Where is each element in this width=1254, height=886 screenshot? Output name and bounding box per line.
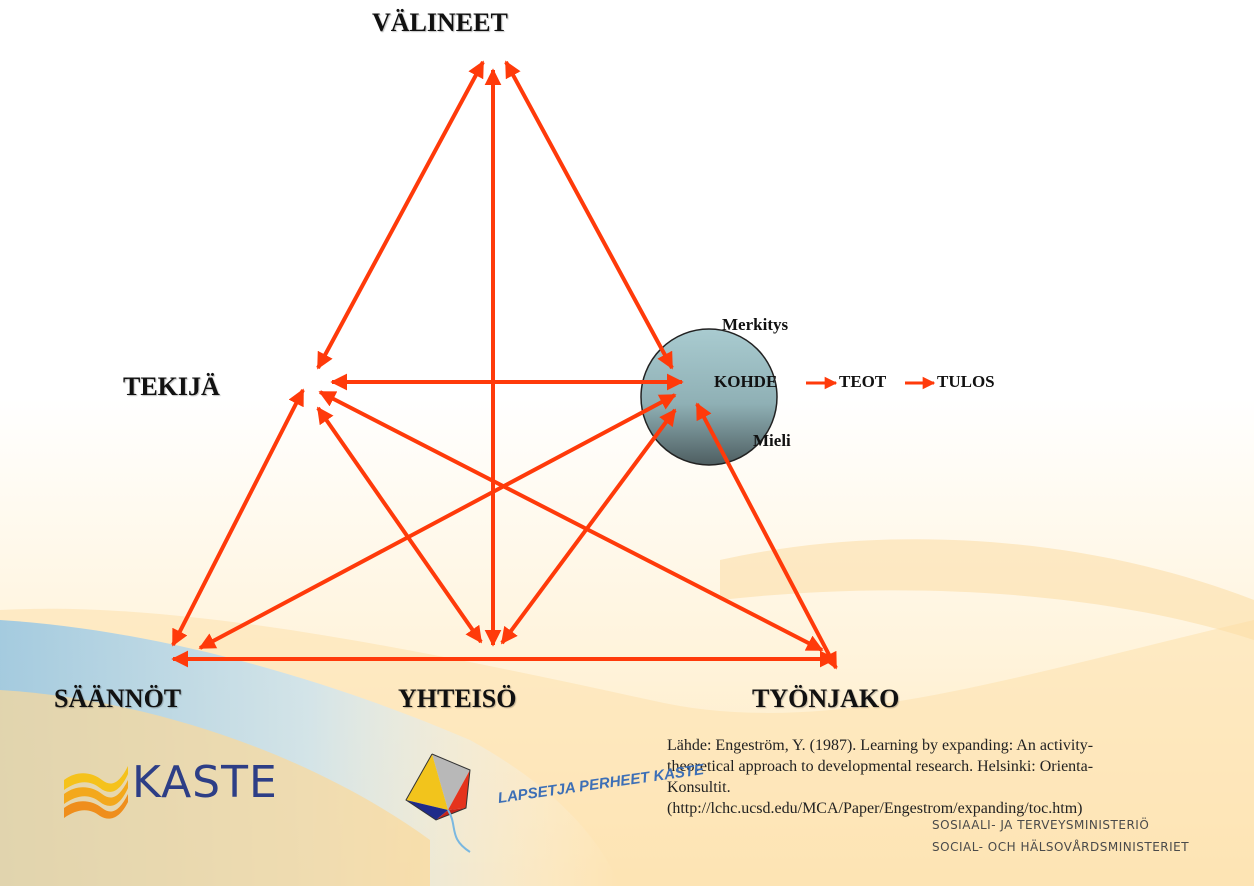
- kaste-logo-text: KASTE: [132, 757, 278, 808]
- label-meaning: Merkitys: [722, 315, 789, 334]
- source-line: Konsultit.: [667, 779, 731, 796]
- label-outcome: TULOS: [937, 372, 995, 391]
- ministry-name-fi: SOSIAALI- JA TERVEYSMINISTERIÖ: [932, 818, 1150, 832]
- kaste-wave-icon: [64, 766, 128, 819]
- arrow-object-rules: [198, 393, 677, 650]
- source-line: theoretical approach to developmental re…: [667, 758, 1094, 775]
- source-citation: Lähde: Engeström, Y. (1987). Learning by…: [667, 735, 1247, 819]
- node-rules: SÄÄNNÖT: [54, 684, 182, 713]
- source-line: Lähde: Engeström, Y. (1987). Learning by…: [667, 737, 1094, 754]
- node-division: TYÖNJAKO: [752, 684, 900, 713]
- arrow-tools-subject: [316, 60, 485, 370]
- arrow-object-division: [695, 402, 838, 670]
- arrow-subject-rules: [171, 388, 305, 647]
- node-community: YHTEISÖ: [398, 684, 517, 713]
- source-url: (http://lchc.ucsd.edu/MCA/Paper/Engestro…: [667, 800, 1083, 817]
- node-subject: TEKIJÄ: [123, 372, 220, 401]
- arrow-tools-object: [504, 60, 674, 370]
- ministry-name-sv: SOCIAL- OCH HÄLSOVÅRDSMINISTERIET: [932, 840, 1190, 854]
- arrow-subject-community: [316, 406, 483, 644]
- arrow-object-community: [500, 408, 677, 645]
- label-sense: Mieli: [753, 431, 791, 450]
- node-tools: VÄLINEET: [372, 8, 508, 37]
- kite-logo-icon: [405, 753, 471, 853]
- label-object: KOHDE: [714, 372, 778, 391]
- label-actions: TEOT: [839, 372, 887, 391]
